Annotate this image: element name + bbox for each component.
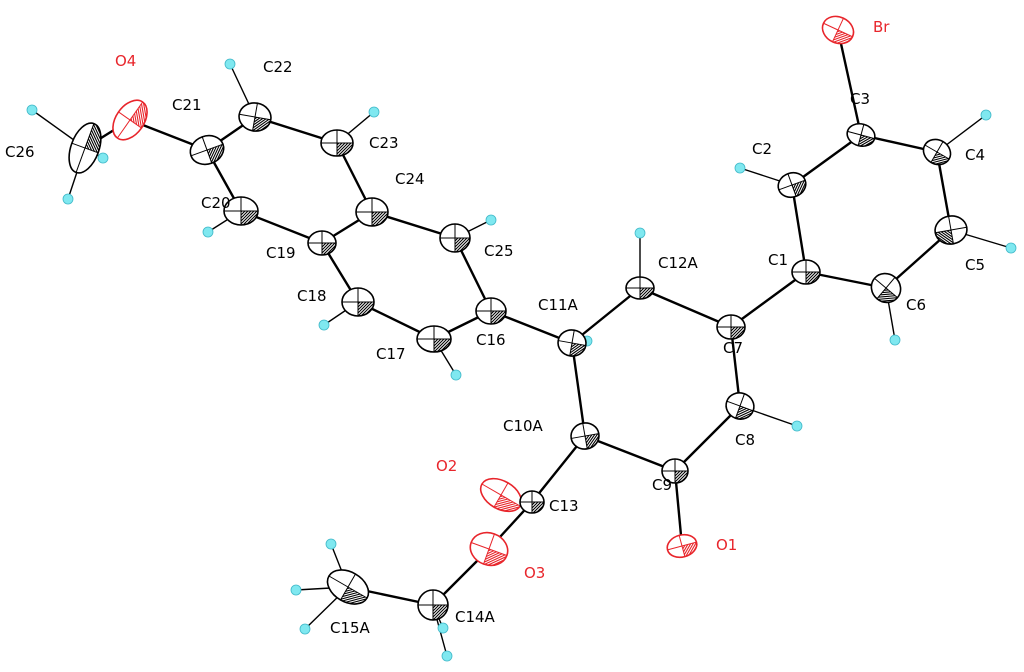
- hydrogen-atom: [734, 162, 746, 174]
- atom-label-c13: C13: [549, 497, 579, 515]
- hydrogen-atoms: [26, 58, 1017, 662]
- atom-label-c16: C16: [476, 331, 506, 349]
- hydrogen-atom: [791, 420, 803, 432]
- atom-label-c14a: C14A: [455, 608, 496, 626]
- atom-label-c24: C24: [395, 170, 425, 188]
- atom-label-o4: O4: [115, 52, 136, 70]
- atom-label-o3: O3: [524, 564, 545, 582]
- hydrogen-bonds: [31, 63, 1012, 657]
- atom-labels: BrC3C4C2C5C1C6C12AC7C11AC8C10AC9O1O2C13O…: [5, 18, 985, 637]
- hydrogen-atom: [318, 319, 330, 331]
- atom-label-c1: C1: [768, 251, 788, 269]
- hydrogen-atom: [980, 109, 992, 121]
- atom-label-c19: C19: [266, 244, 296, 262]
- hydrogen-atom: [97, 152, 109, 164]
- atom-c2: [777, 171, 810, 199]
- atom-o4: [112, 99, 155, 141]
- atom-o1: [666, 533, 700, 559]
- atom-c9: [661, 458, 689, 484]
- atom-label-c26: C26: [5, 143, 35, 161]
- hydrogen-atom: [441, 650, 453, 662]
- hydrogen-atom: [224, 58, 236, 70]
- atom-br: [821, 15, 855, 49]
- bonds: [83, 28, 953, 607]
- atom-label-c22: C22: [263, 58, 293, 76]
- hydrogen-atom: [450, 369, 462, 381]
- bond-C9-C8: [673, 404, 742, 473]
- atom-label-c23: C23: [369, 134, 399, 152]
- atom-c23: [320, 129, 354, 157]
- hydrogen-atom: [299, 623, 311, 635]
- hydrogen-atom: [368, 106, 380, 118]
- bond-C12A-C11A: [570, 286, 642, 345]
- atom-c14a: [417, 589, 449, 621]
- hydrogen-atom: [202, 226, 214, 238]
- atom-o3: [469, 531, 509, 571]
- atom-label-br: Br: [873, 18, 890, 36]
- hydrogen-atom: [437, 622, 449, 634]
- atom-c10a: [570, 422, 602, 451]
- hydrogen-atom: [290, 584, 302, 596]
- bond-C7-C12A: [638, 286, 733, 329]
- atom-label-c6: C6: [906, 296, 926, 314]
- atom-label-c20: C20: [201, 194, 231, 212]
- atom-label-c2: C2: [752, 140, 772, 158]
- hydrogen-atom: [889, 334, 901, 346]
- bond-C10A-C9: [583, 434, 677, 473]
- atom-label-c5: C5: [965, 256, 985, 274]
- atom-label-c4: C4: [965, 146, 985, 164]
- hydrogen-atom: [325, 538, 337, 550]
- bond-C1-C7: [729, 270, 808, 329]
- atom-c22: [238, 102, 273, 134]
- atom-label-c8: C8: [735, 431, 755, 449]
- bond-C11A-C10A: [570, 341, 587, 438]
- atom-c26: [68, 121, 108, 174]
- hydrogen-atom: [1005, 242, 1017, 254]
- atom-label-c11a: C11A: [538, 296, 579, 314]
- atom-label-c25: C25: [484, 242, 514, 260]
- hydrogen-atom: [634, 227, 646, 239]
- atom-label-c18: C18: [297, 287, 327, 305]
- bond-C1-C2: [790, 183, 808, 274]
- atom-label-c17: C17: [376, 345, 406, 363]
- atom-c19: [307, 230, 337, 256]
- atom-label-o1: O1: [716, 536, 737, 554]
- atom-label-c21: C21: [172, 96, 202, 114]
- atom-c8: [725, 392, 756, 423]
- atom-label-c12a: C12A: [658, 254, 699, 272]
- bond-Br-C3: [836, 28, 863, 137]
- atom-label-c3: C3: [850, 90, 870, 108]
- atom-c5: [933, 215, 968, 247]
- atom-label-c9: C9: [652, 476, 672, 494]
- atom-c3: [846, 122, 877, 150]
- hydrogen-atom: [485, 214, 497, 226]
- atom-c20: [223, 196, 259, 226]
- atom-c17: [416, 325, 452, 353]
- atom-label-c10a: C10A: [503, 417, 544, 435]
- hydrogen-atom: [26, 104, 38, 116]
- atom-c4: [922, 138, 952, 170]
- hydrogen-atom: [62, 193, 74, 205]
- atom-label-c15a: C15A: [330, 619, 371, 637]
- atom-label-c7: C7: [723, 339, 743, 357]
- atom-label-o2: O2: [436, 457, 457, 475]
- atom-c24: [355, 197, 389, 227]
